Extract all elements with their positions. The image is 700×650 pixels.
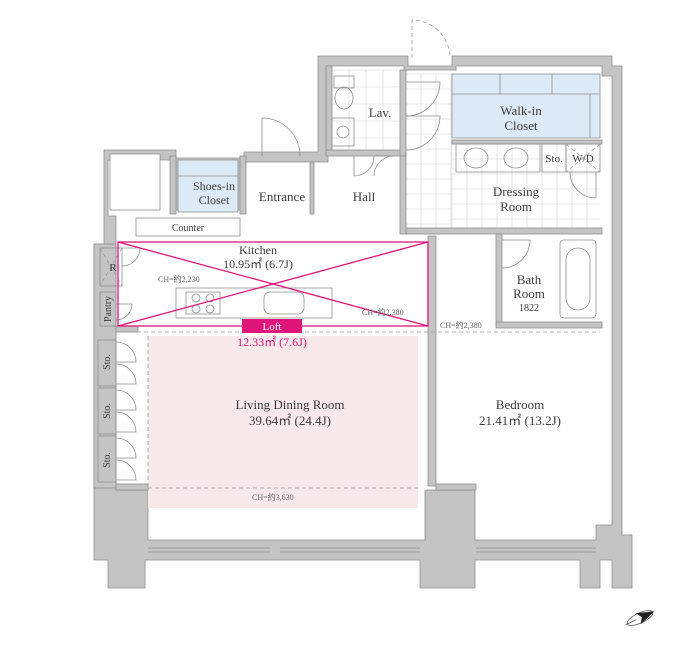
refrigerator-box — [99, 247, 123, 287]
label-sto-2: Sto. — [102, 403, 113, 419]
entry-alcove — [109, 153, 161, 211]
label-living: Living Dining Room — [235, 397, 344, 412]
living-storages — [97, 339, 117, 483]
dashed-lines — [116, 331, 600, 489]
toilet — [333, 75, 355, 110]
ch-kitchen-left: CH=約2,230 — [158, 274, 200, 284]
vanity — [455, 143, 541, 173]
walk-in-closet — [451, 73, 601, 139]
label-entrance: Entrance — [259, 189, 305, 204]
label-pantry: Pantry — [103, 296, 114, 322]
label-living-area: 39.64㎡ (24.4J) — [249, 413, 331, 428]
pantry-box — [99, 291, 117, 327]
storage-wd — [541, 143, 601, 173]
shoes-in-closet — [177, 159, 239, 213]
interior-walls — [93, 65, 603, 491]
ceiling-heights: CH=約2,230 CH=約2,380 CH=約2,380 CH=約3,630 — [158, 274, 482, 502]
label-refrigerator: R — [109, 262, 117, 274]
lav-sink — [331, 117, 355, 147]
ch-living: CH=約3,630 — [252, 492, 294, 502]
windows — [148, 547, 596, 553]
label-dressing-1: Dressing — [493, 184, 540, 199]
label-loft: Loft — [263, 321, 282, 333]
label-hall: Hall — [353, 189, 376, 204]
label-shoes-1: Shoes-in — [193, 179, 235, 193]
label-sto-top: Sto. — [545, 153, 563, 165]
label-kitchen-area: 10.95㎡ (6.7J) — [223, 257, 293, 271]
ch-kitchen-right: CH=約2,380 — [362, 307, 404, 317]
label-counter: Counter — [172, 223, 205, 234]
ch-bedroom: CH=約2,380 — [440, 320, 482, 330]
label-bath-2: Room — [513, 286, 545, 301]
label-shoes-2: Closet — [199, 193, 230, 207]
counter — [135, 217, 241, 237]
label-walk-in-1: Walk-in — [500, 103, 542, 118]
compass-icon — [625, 610, 655, 626]
label-sto-1: Sto. — [102, 354, 113, 370]
room-labels: Lav. Walk-in Closet Sto. W/D Shoes-in Cl… — [102, 103, 594, 468]
label-dressing-2: Room — [500, 199, 532, 214]
label-sto-3: Sto. — [102, 452, 113, 468]
label-wd: W/D — [572, 153, 593, 165]
label-bedroom-area: 21.41㎡ (13.2J) — [479, 413, 561, 428]
bathtub — [559, 239, 597, 319]
label-kitchen: Kitchen — [239, 243, 277, 257]
loft-label-box — [242, 319, 302, 333]
label-lav: Lav. — [369, 105, 392, 120]
label-bath-1: Bath — [517, 272, 542, 287]
label-loft-area: 12.33㎡ (7.6J) — [237, 335, 307, 349]
label-bath-size: 1822 — [519, 303, 539, 314]
label-bedroom: Bedroom — [496, 397, 544, 412]
doors — [115, 19, 597, 481]
label-walk-in-2: Closet — [504, 118, 538, 133]
living-floor-tint — [148, 336, 418, 508]
